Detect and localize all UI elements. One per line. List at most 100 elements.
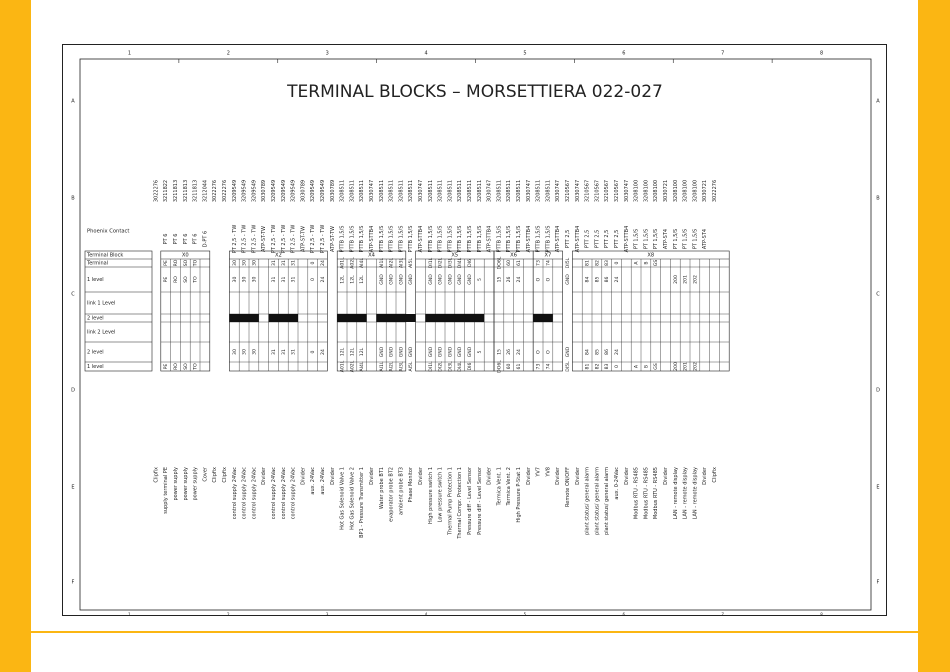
terminal-value: 31 [281, 260, 287, 266]
terminal-value: GND [408, 274, 414, 285]
article-code: 3208100 [643, 180, 649, 202]
terminal-type: PT 2,5 - TW [271, 225, 277, 254]
terminal-value: O [545, 350, 551, 354]
column-marker-top: 4 [424, 51, 427, 57]
terminal-description: BP1 - Pressure Transmitter 1 [359, 467, 365, 538]
column-marker-top: 7 [721, 51, 724, 57]
terminal-type: ATP-STTB4 [418, 226, 424, 253]
terminal-type: PT 6 [173, 234, 179, 245]
terminal-type: PT 2,5 - TW [291, 225, 297, 254]
terminal-type: PT 6 [193, 234, 199, 245]
terminal-value: TO [193, 259, 199, 267]
article-code: 3210567 [585, 180, 591, 202]
terminal-value: SO [183, 276, 189, 283]
terminal-type: PTTB 1,5/S [428, 226, 434, 253]
terminal-type: PT 6 [163, 234, 169, 245]
terminal-value: DI6 [467, 259, 473, 267]
row-marker-right: B [876, 196, 880, 202]
article-code: 3208100 [683, 180, 689, 202]
article-code: 3209549 [320, 180, 326, 202]
terminal-description: Divider [300, 466, 306, 485]
terminal-block-group [336, 250, 407, 372]
terminal-value: 31 [271, 349, 277, 355]
terminal-value: 30 [251, 277, 257, 283]
terminal-type: PT 1,5/S [653, 229, 659, 249]
terminal-value: 31 [291, 260, 297, 266]
terminal-value: 24 [320, 260, 326, 266]
article-code: 3208511 [467, 180, 473, 202]
article-code: 3208511 [536, 180, 542, 202]
terminal-description: LAN - remote display [683, 467, 689, 519]
terminal-value: DO6L [496, 360, 502, 373]
terminal-value: GND [438, 274, 444, 285]
group-label: X6 [510, 253, 517, 259]
row-marker-right: E [876, 485, 879, 491]
terminal-value: 31 [271, 277, 277, 283]
terminal-type: D-PT 6 [202, 231, 208, 248]
terminal-value: 74 [545, 364, 551, 370]
left-accent-bar [0, 0, 31, 672]
terminal-value: A01L [340, 360, 346, 372]
terminal-description: Clipfix [153, 467, 159, 483]
terminal-value: 31 [281, 349, 287, 355]
row-marker-left: E [71, 485, 74, 491]
column-marker-top: 1 [128, 51, 131, 57]
terminal-value: AI3L [398, 258, 404, 268]
row-label: 2 level [87, 316, 104, 322]
link-bar [533, 314, 553, 322]
terminal-value: 24 [320, 277, 326, 283]
terminal-value: 83 [604, 260, 610, 266]
terminal-type: PT 1,5/S [634, 229, 640, 249]
row-marker-right: D [876, 388, 880, 394]
terminal-description: control supply 24Vac [281, 467, 287, 519]
article-code: 3209549 [232, 180, 238, 202]
terminal-value: DI1L [428, 361, 434, 372]
terminal-value: 31 [291, 277, 297, 283]
terminal-value: 30 [242, 349, 248, 355]
inner-frame [79, 58, 872, 611]
group-label: X4 [368, 253, 376, 259]
article-code: 3209549 [251, 180, 257, 202]
article-code: 3022276 [712, 180, 718, 202]
terminal-description: power supply [193, 467, 199, 501]
terminal-value: 73 [536, 260, 542, 266]
terminal-value: 86 [604, 277, 610, 283]
terminal-description: Phase Monitor [408, 466, 414, 502]
article-code: 3030789 [261, 180, 267, 202]
terminal-description: High Pressure P-Stat 1 [516, 467, 522, 523]
terminal-description: Pressure diff - Level Sensor [477, 466, 483, 535]
manufacturer-label: Phoenix Contact [87, 229, 129, 235]
article-code: 3212044 [202, 180, 208, 202]
terminal-value: GND [467, 346, 473, 357]
article-code: 3208511 [438, 180, 444, 202]
terminal-value: GS [653, 363, 659, 370]
terminal-value: 30 [242, 260, 248, 266]
article-code: 3208100 [634, 180, 640, 202]
terminal-value: 30 [251, 349, 257, 355]
terminal-type: PT 1,5/S [643, 229, 649, 249]
group-label: X7 [544, 253, 551, 259]
terminal-value: 26 [506, 277, 512, 283]
terminal-description: supply terminal PE [163, 467, 169, 514]
terminal-value: GND [457, 274, 463, 285]
group-label: X2 [275, 253, 282, 259]
terminal-value: 61 [516, 364, 522, 370]
terminal-value: DI2L [438, 257, 444, 268]
article-code: 3210567 [604, 180, 610, 202]
terminal-value: A [634, 261, 640, 265]
terminal-value: DI6 [467, 363, 473, 371]
article-code: 3208511 [379, 180, 385, 202]
article-code: 3209549 [281, 180, 287, 202]
terminal-value: 12L [349, 275, 355, 284]
terminal-value: 31 [291, 349, 297, 355]
terminal-value: A02L [349, 360, 355, 372]
terminal-description: control supply 24Vac [271, 467, 277, 519]
terminal-value: A02L [349, 257, 355, 269]
terminal-type: ATP-STTB4 [487, 226, 493, 253]
terminal-value: AI2L [389, 361, 395, 371]
terminal-value: 85 [594, 349, 600, 355]
terminal-type: PTTB 1,5/S [506, 226, 512, 253]
terminal-type: PT 2,5 - TW [232, 225, 238, 254]
terminal-type: PTTB 1,5/S [545, 226, 551, 253]
terminal-value: 200 [673, 362, 679, 371]
